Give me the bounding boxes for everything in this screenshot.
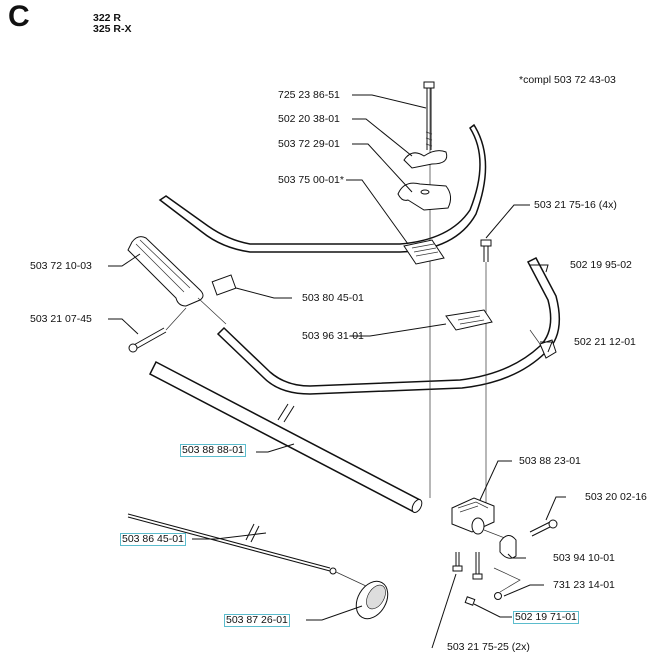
model-list: 322 R 325 R-X	[93, 13, 132, 35]
part-label-grip: 503 72 10-03	[30, 260, 92, 272]
model-325rx: 325 R-X	[93, 23, 132, 35]
grip-drawing	[127, 236, 204, 307]
part-label-handle-end: 502 21 12-01	[574, 336, 636, 348]
square-nut-drawing	[464, 596, 476, 606]
part-label-nut: 731 23 14-01	[553, 579, 615, 591]
sleeve-drawing	[499, 535, 517, 559]
part-label-clamp-top: 503 72 29-01	[278, 138, 340, 150]
part-label-wing-nut: 502 20 38-01	[278, 113, 340, 125]
guard-knob-drawing	[355, 580, 389, 620]
part-label-handle-right: 502 19 95-02	[570, 259, 632, 271]
part-label-screw-clamp: 503 20 02-16	[585, 491, 647, 503]
model-322r: 322 R	[93, 12, 122, 24]
part-label-clamp-block: 503 88 23-01	[519, 455, 581, 467]
part-label-sleeve: 503 94 10-01	[553, 552, 615, 564]
part-link-drive-shaft[interactable]: 503 86 45-01	[120, 533, 186, 546]
drive-shaft-drawing	[127, 513, 331, 572]
part-label-bracket: 503 96 31-01	[302, 330, 364, 342]
part-label-screw-2x: 503 21 75-25 (2x)	[447, 641, 530, 653]
wing-nut-drawing	[403, 150, 448, 169]
grip-clamp-drawing	[211, 274, 237, 296]
nut-drawing	[494, 592, 502, 600]
upper-handlebar	[158, 123, 487, 253]
complete-kit-note: *compl 503 72 43-03	[519, 74, 616, 86]
clamp-top-drawing	[397, 182, 452, 211]
lower-handlebar	[216, 257, 561, 395]
bolt-drawing	[423, 81, 435, 150]
part-link-square-nut[interactable]: 502 19 71-01	[513, 611, 579, 624]
part-label-grip-clamp: 503 80 45-01	[302, 292, 364, 304]
part-link-guard-knob[interactable]: 503 87 26-01	[224, 614, 290, 627]
part-label-clamp-base: 503 75 00-01*	[278, 174, 344, 186]
part-label-screw-4x: 503 21 75-16 (4x)	[534, 199, 617, 211]
part-link-shaft-tube[interactable]: 503 88 88-01	[180, 444, 246, 457]
handle-end-drawing	[539, 339, 557, 359]
leader-lines	[108, 94, 566, 649]
part-label-grip-screw: 503 21 07-45	[30, 313, 92, 325]
part-label-bolt: 725 23 86-51	[278, 89, 340, 101]
bracket-drawing	[445, 309, 493, 331]
clamp-block-drawing	[451, 497, 495, 535]
clamp-base-drawing	[403, 239, 445, 265]
section-letter: C	[8, 0, 30, 33]
